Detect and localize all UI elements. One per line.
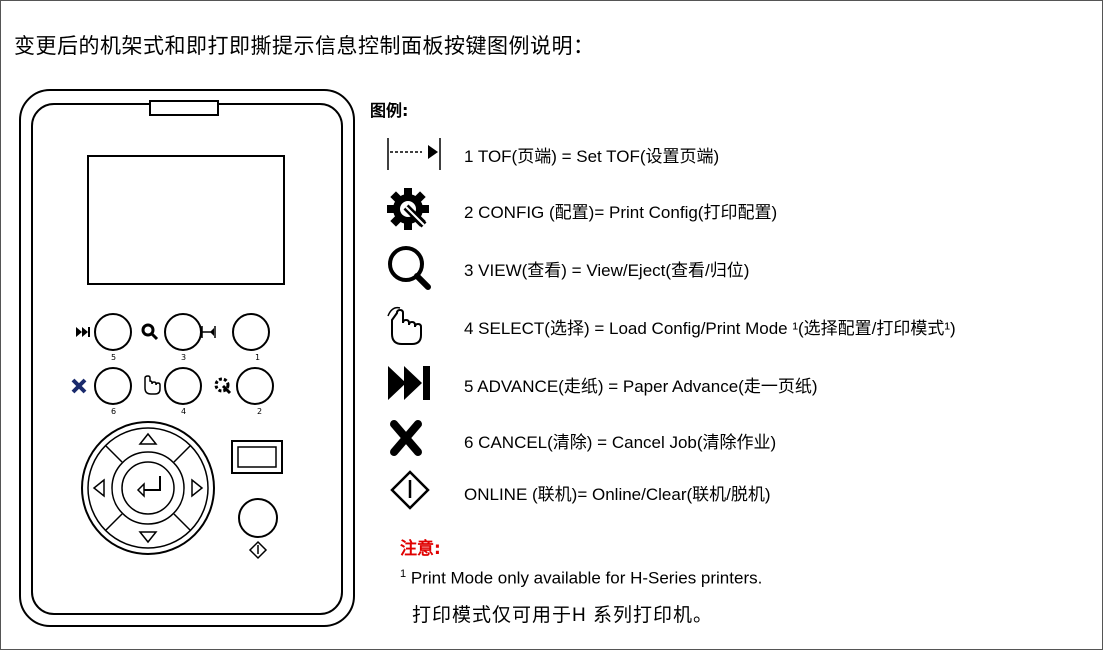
legend-text-tof: 1 TOF(页端) = Set TOF(设置页端) [464, 147, 720, 166]
note-line-1: 1 Print Mode only available for H-Series… [400, 568, 762, 589]
button-label-1: 1 [255, 353, 260, 362]
online-diamond-icon [390, 470, 430, 510]
button-label-6: 6 [111, 407, 116, 416]
cross-icon [390, 420, 422, 456]
legend-text-select: 4 SELECT(选择) = Load Config/Print Mode ¹(… [464, 319, 956, 338]
button-label-3: 3 [181, 353, 186, 362]
advance-button-5[interactable] [76, 313, 132, 351]
hand-pointer-icon [387, 306, 422, 345]
tof-button-1[interactable] [201, 313, 270, 351]
magnifier-icon [388, 246, 431, 290]
legend-text-cancel: 6 CANCEL(清除) = Cancel Job(清除作业) [464, 433, 777, 452]
legend-title: 图例: [370, 101, 409, 120]
button-label-2: 2 [257, 407, 262, 416]
button-label-5: 5 [111, 353, 116, 362]
fast-forward-icon [388, 366, 430, 400]
note-line-1-text: Print Mode only available for H-Series p… [406, 568, 763, 588]
legend-text-advance: 5 ADVANCE(走纸) = Paper Advance(走一页纸) [464, 377, 818, 396]
button-label-4: 4 [181, 407, 186, 416]
select-button-4[interactable] [144, 367, 202, 405]
note-title: 注意: [400, 539, 441, 559]
page-heading: 变更后的机架式和即打即撕提示信息控制面板按键图例说明： [14, 34, 595, 58]
note-superscript: 1 [400, 568, 407, 580]
config-button-2[interactable] [214, 367, 274, 405]
legend-text-view: 3 VIEW(查看) = View/Eject(查看/归位) [464, 261, 750, 280]
legend-text-config: 2 CONFIG (配置)= Print Config(打印配置) [464, 203, 778, 222]
view-button-3[interactable] [141, 313, 202, 351]
online-button[interactable] [238, 498, 278, 560]
legend-text-online: ONLINE (联机)= Online/Clear(联机/脱机) [464, 485, 771, 504]
control-panel-illustration: 5 3 1 6 4 2 [19, 89, 355, 627]
navigation-pad[interactable] [81, 421, 215, 555]
note-line-2: 打印模式仅可用于H 系列打印机。 [412, 605, 714, 626]
cancel-button-6[interactable] [71, 367, 132, 405]
tof-icon [387, 138, 441, 170]
config-gear-wrench-icon [387, 188, 429, 230]
